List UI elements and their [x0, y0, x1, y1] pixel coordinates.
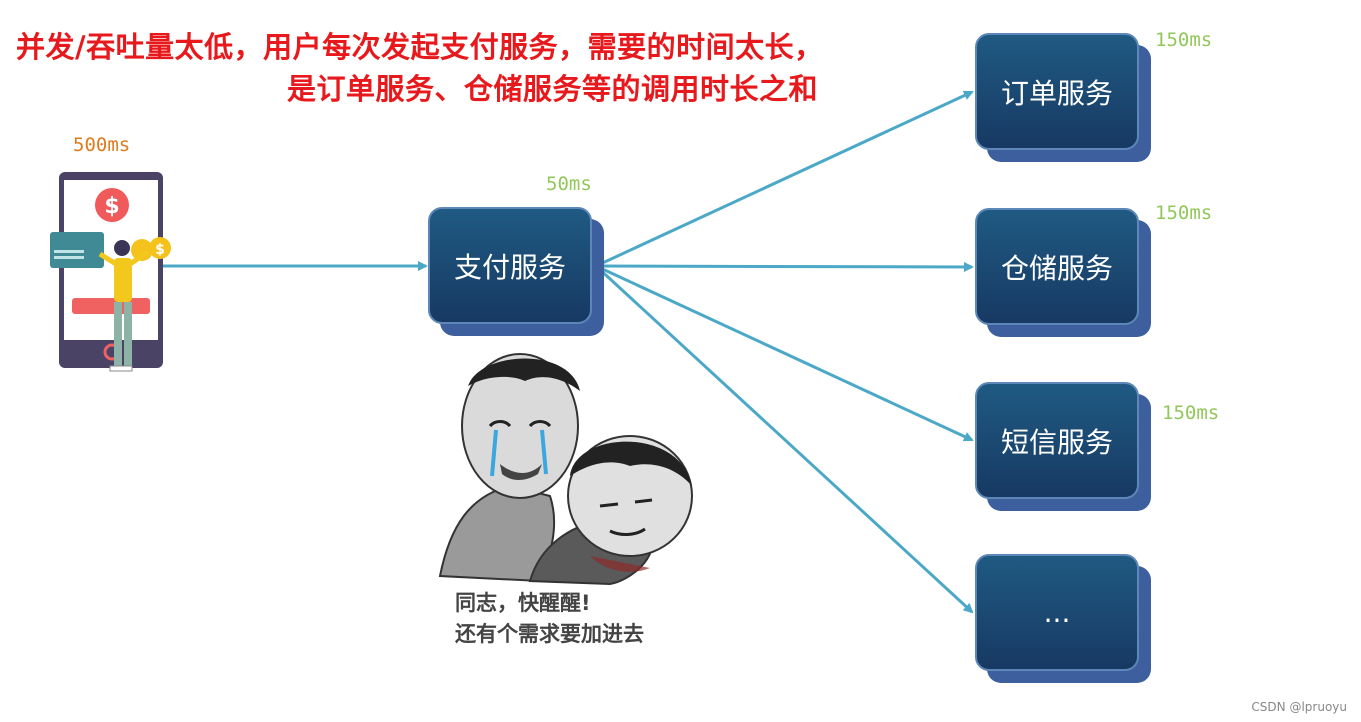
- arrow-payment-to-warehouse: [595, 261, 974, 272]
- order-service-box: 订单服务: [975, 33, 1151, 162]
- watermark: CSDN @lpruoyu: [1251, 700, 1347, 714]
- order-service-latency: 150ms: [1155, 29, 1213, 51]
- svg-text:$: $: [104, 194, 119, 219]
- diagram-title-line1: 并发/吞吐量太低，用户每次发起支付服务，需要的时间太长，: [16, 30, 824, 64]
- meme-illustration: [438, 353, 693, 586]
- arrow-payment-to-more: [594, 264, 974, 614]
- warehouse-service-latency: 150ms: [1155, 202, 1213, 224]
- arrow-payment-to-order: [595, 90, 974, 268]
- order-service-label: 订单服务: [975, 33, 1139, 150]
- diagram-title-line2: 是订单服务、仓储服务等的调用时长之和: [287, 72, 819, 106]
- client-latency: 500ms: [73, 134, 131, 156]
- sms-service-label: 短信服务: [975, 382, 1139, 499]
- more-services-box: ...: [975, 554, 1151, 683]
- meme-caption-line2: 还有个需求要加进去: [455, 622, 644, 646]
- phone-payment-illustration: $ $: [50, 172, 171, 372]
- sms-service-box: 短信服务: [975, 382, 1151, 511]
- payment-service-label: 支付服务: [428, 207, 592, 324]
- arrow-payment-to-sms: [595, 264, 974, 442]
- meme-caption: 同志，快醒醒! 还有个需求要加进去: [455, 588, 644, 650]
- svg-text:$: $: [155, 242, 165, 258]
- more-services-label: ...: [975, 554, 1139, 671]
- payment-latency: 50ms: [546, 173, 592, 195]
- payment-service-box: 支付服务: [428, 207, 604, 336]
- sms-service-latency: 150ms: [1162, 402, 1220, 424]
- warehouse-service-label: 仓储服务: [975, 208, 1139, 325]
- warehouse-service-box: 仓储服务: [975, 208, 1151, 337]
- meme-caption-line1: 同志，快醒醒!: [455, 591, 591, 615]
